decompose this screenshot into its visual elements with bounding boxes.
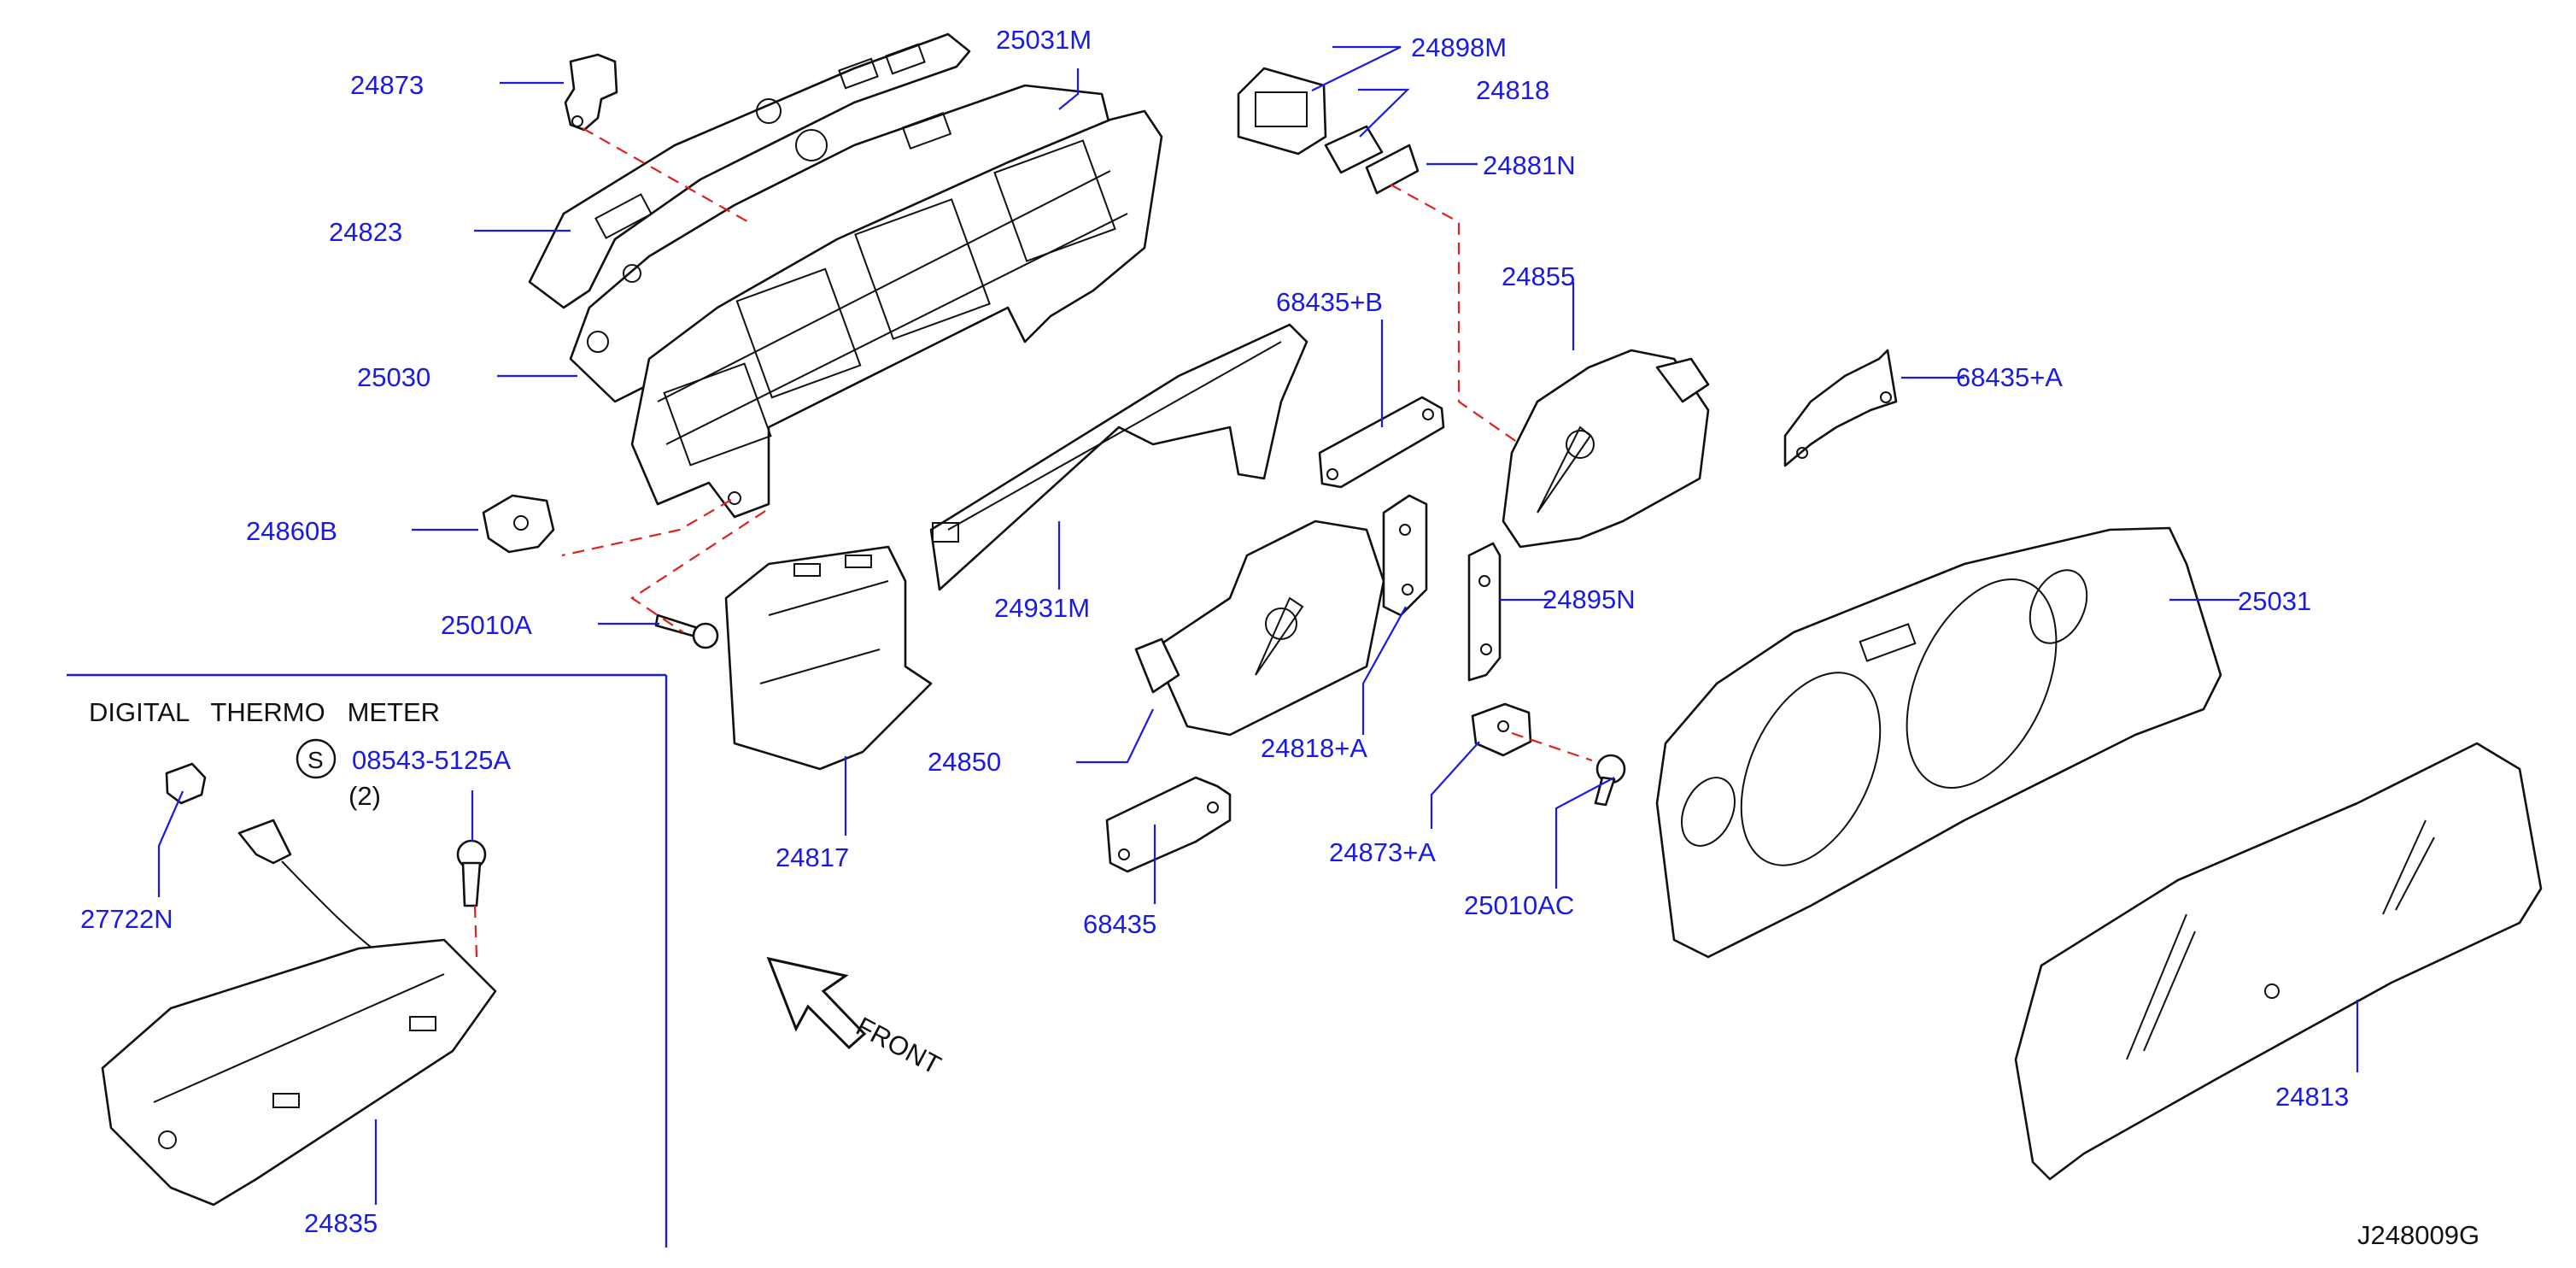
screw-symbol: S: [307, 747, 324, 773]
part-24835-thermo-meter: [101, 819, 497, 1206]
part-68435B-plate: [1318, 396, 1445, 489]
part-24818A-bracket: [1382, 494, 1428, 617]
label-25010AC: 25010AC: [1464, 890, 1574, 920]
part-27722N-sensor: [165, 762, 207, 805]
label-24860B: 24860B: [246, 516, 337, 546]
label-25030: 25030: [357, 362, 430, 392]
label-24855: 24855: [1502, 261, 1575, 291]
label-24873: 24873: [350, 70, 424, 100]
part-24813-lens: [2014, 742, 2543, 1181]
part-24860B-clip: [482, 494, 555, 554]
part-24931M-strip: [929, 323, 1308, 591]
part-24823-panel: [528, 32, 971, 309]
assembly-dash-lines: [473, 127, 1593, 958]
label-27722N: 27722N: [80, 904, 173, 934]
screw-quantity: (2): [348, 781, 381, 811]
label-24931M: 24931M: [994, 593, 1090, 623]
label-24813: 24813: [2275, 1082, 2349, 1112]
label-24818A: 24818+A: [1261, 733, 1367, 763]
label-24898M: 24898M: [1411, 32, 1507, 62]
part-25031-mask: [1655, 526, 2222, 959]
part-24873A-clip: [1471, 702, 1532, 757]
part-24898M-socket: [1237, 67, 1327, 156]
inset-title: DIGITAL THERMO METER: [89, 697, 440, 727]
label-24895N: 24895N: [1543, 584, 1636, 614]
label-24818: 24818: [1476, 75, 1549, 105]
label-25031M: 25031M: [996, 25, 1092, 55]
part-24850-speedometer: [1134, 520, 1385, 737]
diagram-code: J248009G: [2357, 1220, 2479, 1250]
front-label: FRONT: [852, 1011, 946, 1080]
label-68435B: 68435+B: [1276, 287, 1383, 317]
part-24873-clip: [564, 53, 618, 132]
label-25031: 25031: [2238, 586, 2311, 616]
label-24873A: 24873+A: [1329, 837, 1436, 867]
label-08543-5125A: 08543-5125A: [352, 745, 511, 775]
label-68435A: 68435+A: [1956, 362, 2063, 392]
label-24835: 24835: [304, 1208, 378, 1238]
label-24881N: 24881N: [1483, 150, 1576, 180]
part-24817-hood: [724, 545, 933, 771]
label-24850: 24850: [928, 747, 1001, 777]
front-arrow-icon: [766, 956, 867, 1050]
screw-symbol-circle: [296, 738, 337, 779]
part-68435A-plate: [1783, 349, 1898, 467]
part-24881N-lens: [1365, 144, 1420, 195]
inset-frame: [67, 673, 668, 1247]
label-68435: 68435: [1083, 909, 1156, 939]
label-24817: 24817: [776, 842, 849, 872]
part-68435-plate: [1105, 776, 1232, 873]
part-24855-tachometer: [1502, 349, 1710, 549]
part-24818-lens: [1324, 125, 1384, 174]
leader-lines: [157, 45, 2359, 1205]
label-24823: 24823: [329, 217, 402, 247]
part-25031M-housing: [630, 109, 1163, 519]
label-25010A: 25010A: [441, 610, 532, 640]
part-08543-5125A-screw: [456, 839, 487, 907]
part-24895N-bracket: [1467, 542, 1502, 682]
